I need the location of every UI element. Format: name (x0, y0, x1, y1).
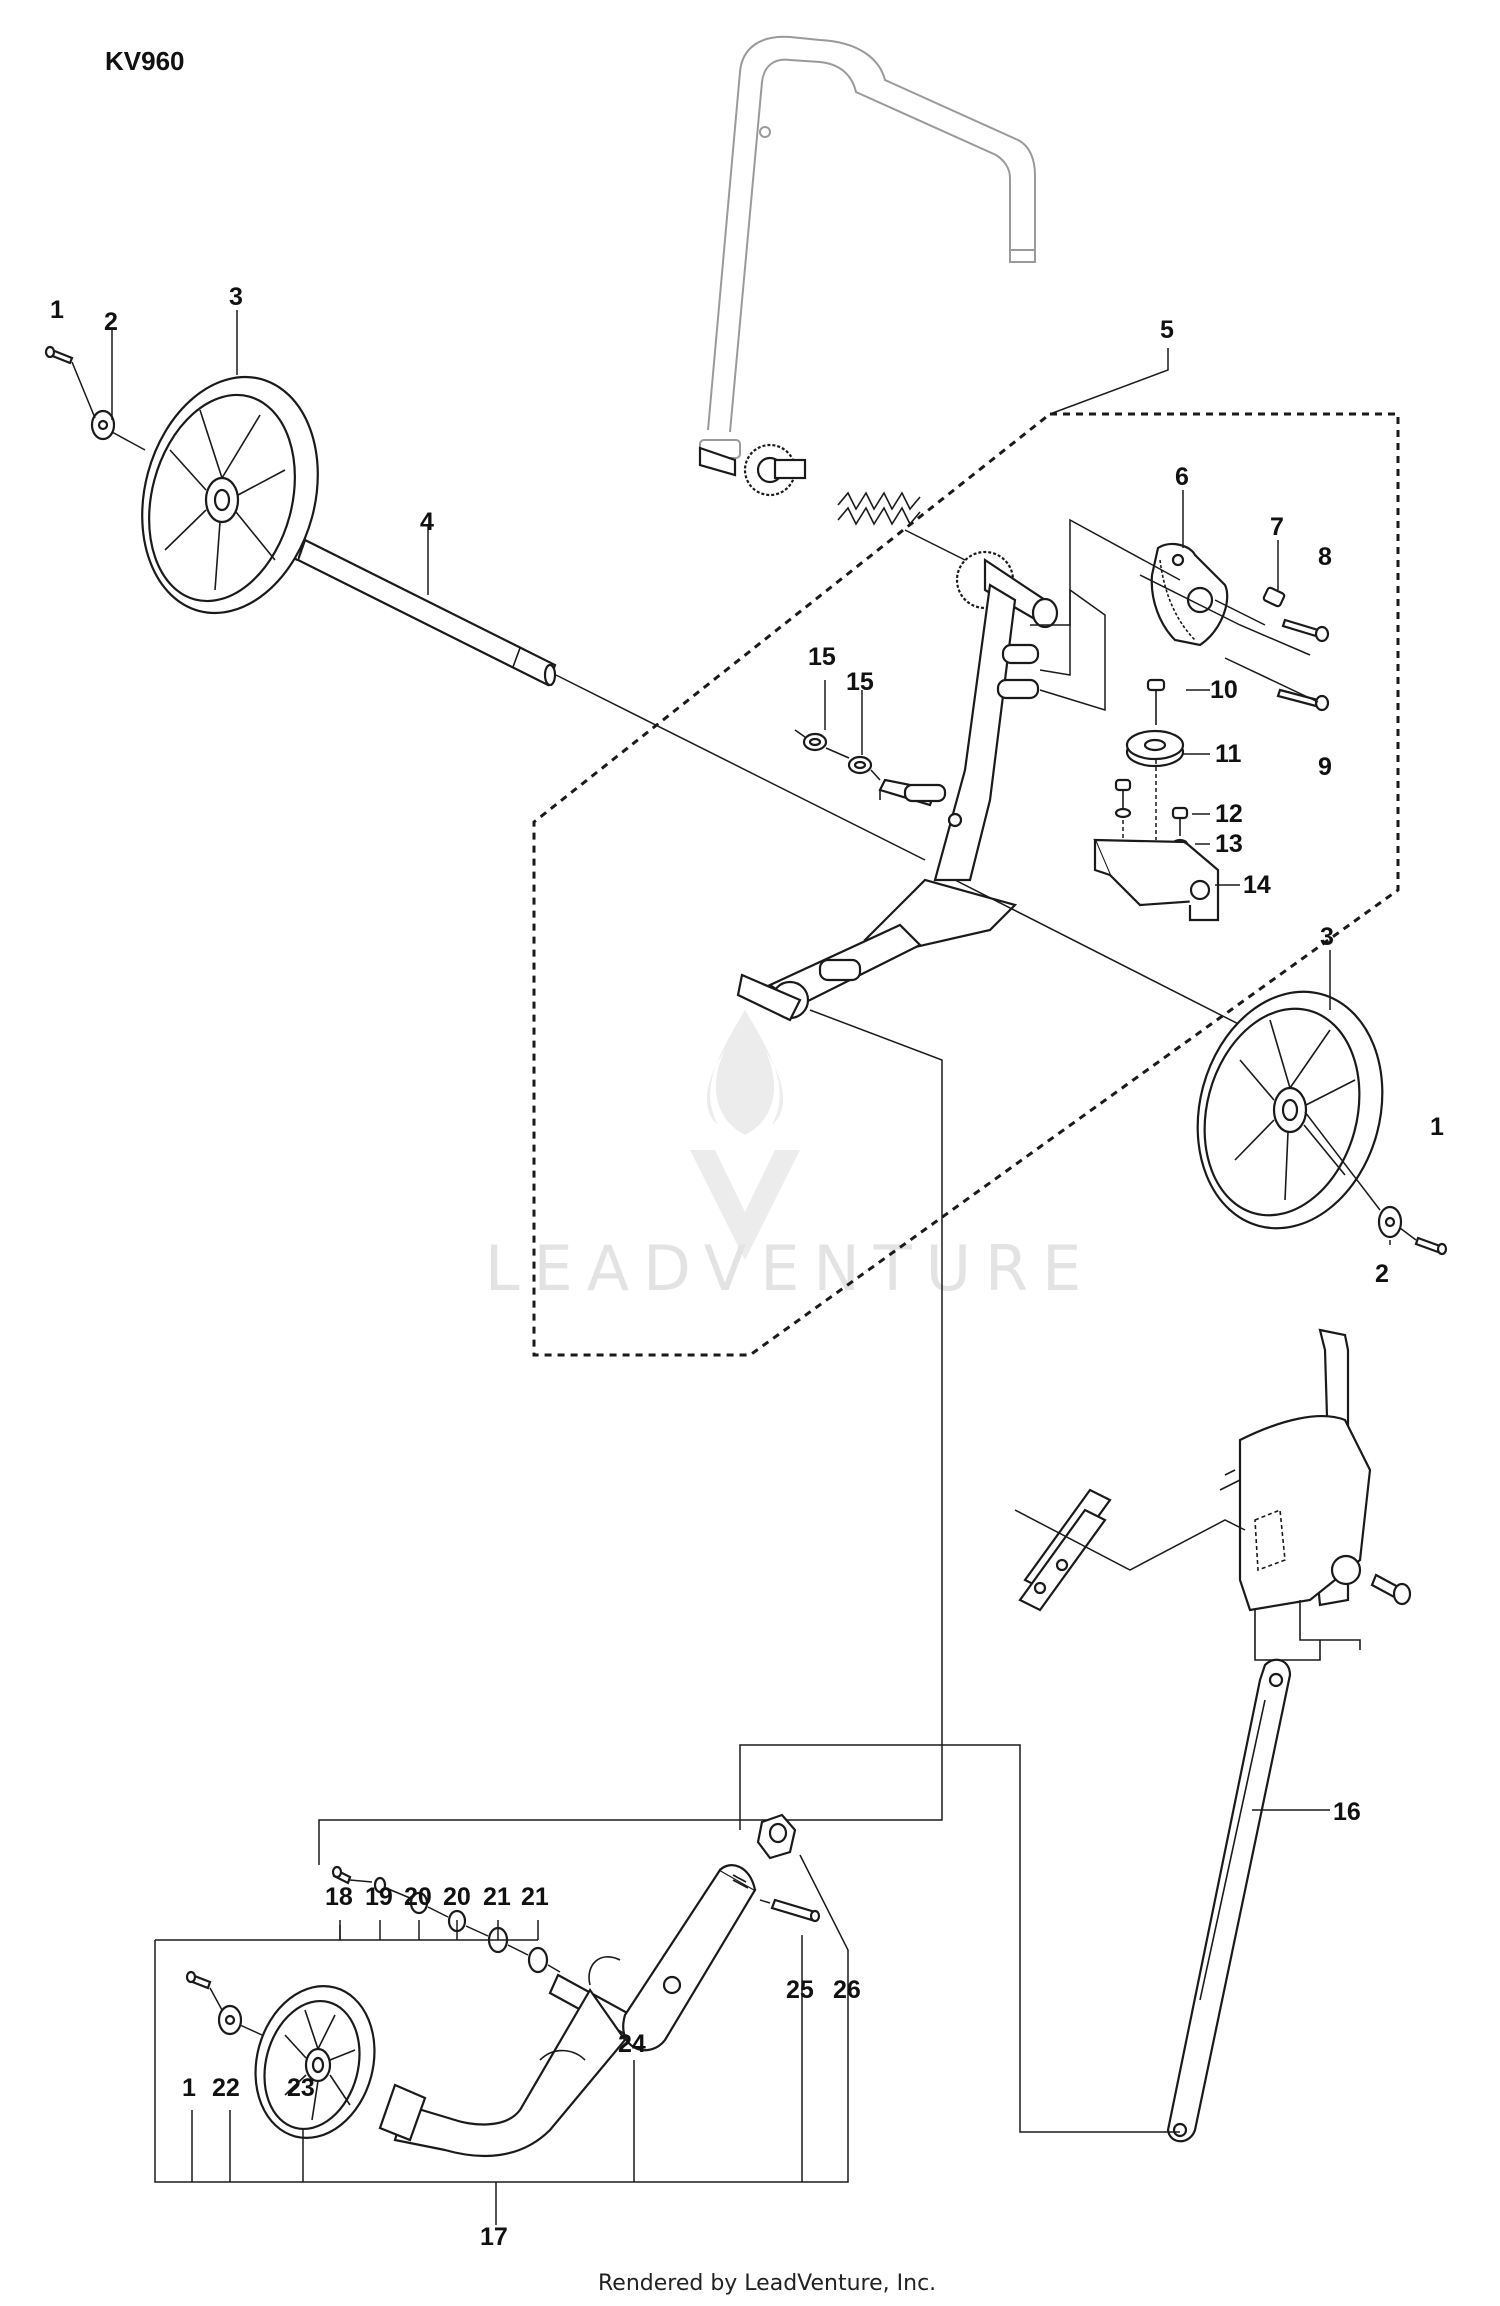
callout-12: 12 (1215, 800, 1243, 828)
footer-credit: Rendered by LeadVenture, Inc. (598, 2271, 936, 2296)
callout-9: 9 (1318, 753, 1332, 781)
wheel-right-3 (1196, 990, 1384, 1230)
callout-14: 14 (1243, 871, 1271, 899)
callout-22: 22 (212, 2074, 240, 2102)
leader-rod-to-shaft (739, 1744, 1180, 2133)
leader-15 (794, 729, 881, 781)
callout-20b: 20 (443, 1883, 471, 1911)
callout-8: 8 (1318, 543, 1332, 571)
wheel-lower-23 (254, 1985, 376, 2139)
washer-19 (373, 1876, 387, 1894)
leader-left-hub (71, 361, 146, 451)
washer-15a (802, 732, 828, 752)
leader-segment-lower (1039, 588, 1106, 712)
washer-21b (527, 1946, 549, 1974)
callout-2: 2 (104, 308, 118, 336)
callout-15b: 15 (846, 668, 874, 696)
screw-10 (1146, 678, 1166, 725)
callout-26: 26 (833, 1976, 861, 2004)
callout-6: 6 (1175, 463, 1189, 491)
leader-segment-upper (1030, 518, 1181, 626)
washer-22 (217, 2004, 243, 2036)
assembly-5-boundary (532, 412, 1400, 1357)
wheel-left-3 (141, 375, 319, 615)
group-bracket-18-21 (339, 1920, 539, 1941)
callout-7: 7 (1270, 513, 1284, 541)
group-bracket-17-drops (191, 1935, 803, 2182)
screw-1-lower (185, 1970, 212, 1990)
callout-13: 13 (1215, 830, 1243, 858)
callout-3: 3 (229, 283, 243, 311)
frame (736, 550, 1059, 1022)
watermark-text: LEADVENTURE (485, 1232, 1095, 1305)
leader-small-parts (349, 1879, 561, 1973)
washer-2-left (90, 409, 116, 441)
bushing-7 (1262, 586, 1286, 608)
leader-5 (1049, 348, 1169, 415)
callout-3-right: 3 (1320, 923, 1334, 951)
segment-plate (1150, 542, 1229, 647)
callout-23: 23 (287, 2074, 315, 2102)
clamp-26 (756, 1813, 797, 1860)
leader-right-hub (1304, 1111, 1417, 1241)
group-bracket-17 (154, 1925, 849, 2183)
screw-8 (1281, 618, 1330, 643)
screw-1-right (1414, 1236, 1448, 1256)
leader-frame-to-lower (318, 1009, 943, 1865)
diagram-title: KV960 (105, 46, 185, 76)
axle-4 (290, 538, 557, 687)
callout-21b: 21 (521, 1883, 549, 1911)
callout-16: 16 (1333, 1798, 1361, 1826)
handle-bar (699, 35, 1036, 462)
leader-axle-right (954, 879, 1271, 1041)
leader-lower-hub (209, 1987, 263, 2036)
wheel-shaft-24 (378, 1864, 757, 2158)
adjust-knob-11 (1125, 729, 1185, 768)
callout-20a: 20 (404, 1883, 432, 1911)
screw-12a (1114, 778, 1132, 819)
spring (837, 491, 921, 526)
callout-19: 19 (365, 1883, 393, 1911)
screw-18 (331, 1865, 352, 1885)
callout-4: 4 (420, 508, 434, 536)
callout-11: 11 (1215, 740, 1242, 768)
callout-24: 24 (618, 2030, 646, 2058)
callout-15a: 15 (808, 643, 836, 671)
leadventure-flame-logo (690, 1010, 800, 1260)
callout-1: 1 (50, 296, 64, 324)
callout-5: 5 (1160, 316, 1174, 344)
callout-18: 18 (325, 1883, 353, 1911)
screw-1-left (44, 345, 74, 365)
leader-26 (799, 1854, 849, 2040)
leader-axle (555, 674, 926, 861)
callout-1-right: 1 (1430, 1113, 1444, 1141)
leader-linkage (1014, 1509, 1246, 1571)
bracket-14 (1093, 838, 1220, 922)
leader-9 (1139, 574, 1311, 656)
leader-pin (759, 1899, 771, 1904)
callout-21a: 21 (483, 1883, 511, 1911)
callout-25: 25 (786, 1976, 814, 2004)
callout-1-lower: 1 (182, 2074, 196, 2102)
callout-10: 10 (1210, 676, 1238, 704)
link-rod-16 (1166, 1658, 1292, 2143)
washer-20a (409, 1891, 429, 1915)
mount-bracket (1219, 1328, 1412, 1661)
leader-9b (1224, 657, 1319, 703)
callout-2-right: 2 (1375, 1260, 1389, 1288)
pin-25 (770, 1898, 821, 1923)
linkage-plate (1018, 1488, 1112, 1612)
handle-sprocket (698, 443, 807, 497)
washer-2-right (1377, 1205, 1403, 1239)
washer-15b (847, 755, 873, 775)
screw-9 (1276, 688, 1330, 712)
leader-8 (1214, 599, 1266, 626)
callout-17: 17 (480, 2223, 508, 2251)
